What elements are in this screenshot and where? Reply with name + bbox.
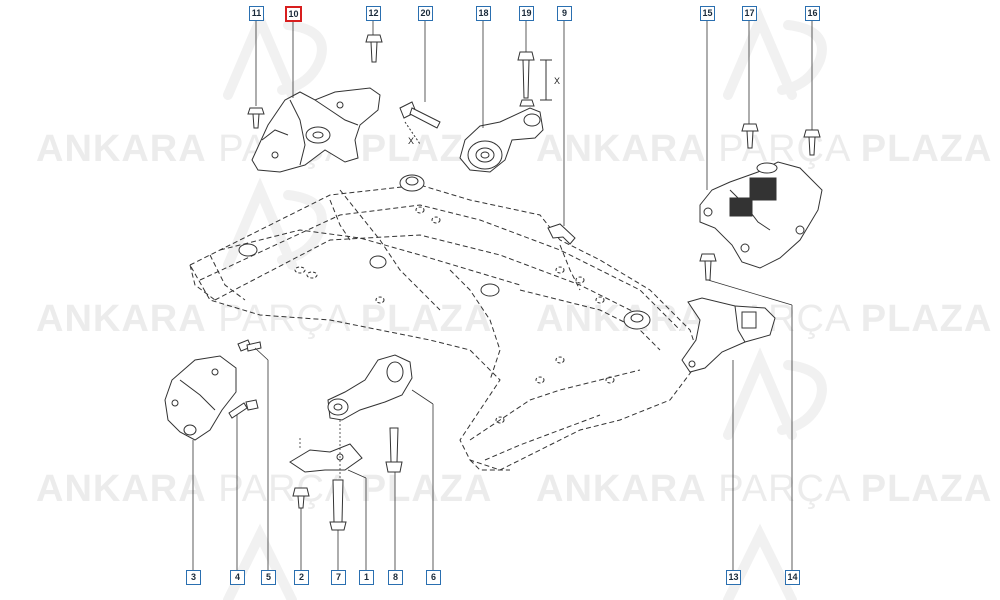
callout-19[interactable]: 19 [519, 6, 534, 21]
part-8-bolt [385, 427, 403, 473]
part-11-bolt [247, 107, 265, 129]
part-5-bolt [237, 339, 262, 352]
callout-4[interactable]: 4 [230, 570, 245, 585]
callout-14[interactable]: 14 [785, 570, 800, 585]
part-19-bolt [517, 51, 552, 107]
dimension-label: X [408, 136, 415, 146]
part-14-bolt [699, 253, 717, 281]
part-13-lower-bracket [681, 297, 776, 373]
part-20-bolt [399, 101, 441, 145]
part-3-left-bracket [164, 355, 237, 441]
watermark-end: PLAZA [860, 298, 993, 340]
callout-12[interactable]: 12 [366, 6, 381, 21]
part-10-engine-mount-bracket [251, 87, 381, 173]
subframe-mount-bosses [238, 174, 651, 330]
callout-17[interactable]: 17 [742, 6, 757, 21]
watermark-end: PLAZA [360, 298, 493, 340]
callout-8[interactable]: 8 [388, 570, 403, 585]
watermark-brand: ANKARA [36, 468, 207, 510]
callout-18[interactable]: 18 [476, 6, 491, 21]
watermark-end: PLAZA [860, 468, 993, 510]
part-18-torque-rod [459, 107, 544, 173]
callout-3[interactable]: 3 [186, 570, 201, 585]
callout-16[interactable]: 16 [805, 6, 820, 21]
watermark: ANKARA PARÇA PLAZA [36, 298, 492, 341]
watermark: ANKARA PARÇA PLAZA [536, 468, 992, 511]
watermark-end: PLAZA [360, 468, 493, 510]
watermark-brand: ANKARA [36, 128, 207, 170]
watermark-mid: PARÇA [218, 468, 350, 510]
part-2-bolt [292, 487, 310, 509]
watermark-mid: PARÇA [718, 468, 850, 510]
part-17-bolt [741, 123, 759, 149]
part-4-bolt [228, 399, 259, 419]
watermark-brand: ANKARA [36, 298, 207, 340]
callout-20[interactable]: 20 [418, 6, 433, 21]
part-1-plate [289, 443, 363, 473]
subframe-holes [294, 206, 615, 424]
dimension-label: X [554, 76, 561, 86]
watermark-mid: PARÇA [218, 298, 350, 340]
callout-5[interactable]: 5 [261, 570, 276, 585]
part-15-gearbox-mount [699, 161, 823, 269]
part-7-bolt [329, 479, 347, 531]
callout-9[interactable]: 9 [557, 6, 572, 21]
leader-lines [192, 20, 813, 570]
callout-7[interactable]: 7 [331, 570, 346, 585]
callout-11[interactable]: 11 [249, 6, 264, 21]
part-12-bolt [365, 34, 383, 63]
part-6-lower-mount [327, 354, 413, 421]
callout-1[interactable]: 1 [359, 570, 374, 585]
subframe [189, 184, 701, 471]
callout-2[interactable]: 2 [294, 570, 309, 585]
callout-6[interactable]: 6 [426, 570, 441, 585]
callout-10-highlighted[interactable]: 10 [285, 6, 302, 22]
callout-15[interactable]: 15 [700, 6, 715, 21]
watermark-brand: ANKARA [536, 468, 707, 510]
part-9-clip [547, 223, 576, 245]
watermark: ANKARA PARÇA PLAZA [36, 468, 492, 511]
callout-13[interactable]: 13 [726, 570, 741, 585]
part-16-bolt [803, 129, 821, 156]
watermark-end: PLAZA [860, 128, 993, 170]
